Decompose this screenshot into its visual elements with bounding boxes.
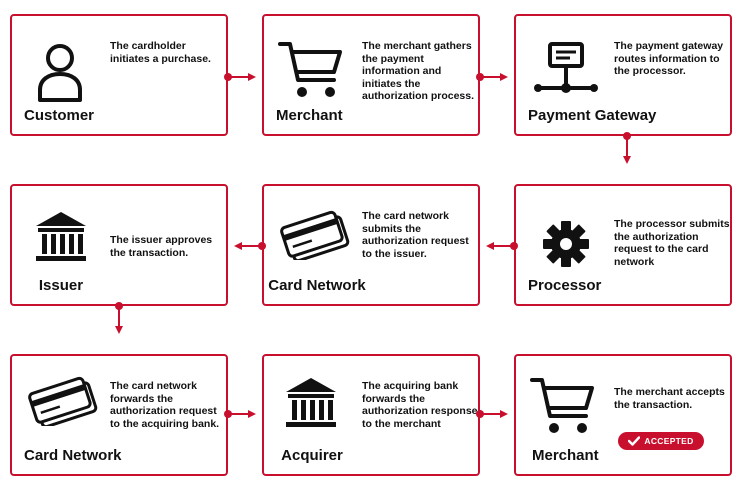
step-title: Card Network	[268, 277, 366, 294]
step-description: The merchant gathers the payment informa…	[362, 40, 475, 102]
step-description: The cardholder initiates a purchase.	[110, 40, 211, 65]
step-description: The acquiring bank forwards the authoriz…	[362, 380, 478, 430]
shopping-cart-icon	[278, 42, 342, 97]
gear-icon	[543, 221, 589, 267]
accepted-label: ACCEPTED	[644, 436, 694, 446]
gateway-terminal-icon	[534, 42, 598, 93]
shopping-cart-icon	[530, 378, 594, 433]
arrow-card-network-to-acquirer	[224, 410, 256, 418]
arrow-acquirer-to-merchant	[476, 410, 508, 418]
step-description: The merchant accepts the transaction.	[614, 386, 725, 411]
step-merchant: The merchant gathers the payment informa…	[262, 14, 480, 136]
step-title: Card Network	[24, 447, 122, 464]
step-description: The issuer approves the transaction.	[110, 234, 213, 259]
step-issuer: The issuer approves the transaction. Iss…	[10, 184, 228, 306]
step-card-network-1: The card network submits the authorizati…	[262, 184, 480, 306]
step-title: Merchant	[276, 107, 343, 124]
step-title: Payment Gateway	[528, 107, 657, 124]
checkmark-icon	[628, 436, 641, 446]
step-card-network-2: The card network forwards the authorizat…	[10, 354, 228, 476]
step-title: Issuer	[38, 277, 84, 294]
credit-card-icon	[280, 210, 350, 260]
step-title: Acquirer	[281, 447, 343, 464]
step-description: The processor submits the authorization …	[614, 218, 730, 268]
step-title: Processor	[528, 277, 602, 294]
step-payment-gateway: The payment gateway routes information t…	[514, 14, 732, 136]
step-customer: The cardholder initiates a purchase. Cus…	[10, 14, 228, 136]
step-acquirer: The acquiring bank forwards the authoriz…	[262, 354, 480, 476]
step-description: The card network forwards the authorizat…	[110, 380, 220, 430]
arrow-gateway-to-processor	[623, 132, 631, 164]
step-processor: The processor submits the authorization …	[514, 184, 732, 306]
person-icon	[38, 44, 82, 102]
accepted-badge: ACCEPTED	[618, 432, 704, 450]
step-description: The card network submits the authorizati…	[362, 210, 469, 260]
step-title: Customer	[24, 107, 95, 124]
step-title: Merchant	[532, 447, 599, 464]
arrow-issuer-to-card-network	[115, 302, 123, 334]
bank-icon	[36, 212, 86, 261]
step-merchant-accept: The merchant accepts the transaction. AC…	[514, 354, 732, 476]
credit-card-icon	[28, 376, 98, 426]
step-description: The payment gateway routes information t…	[614, 40, 724, 77]
arrow-merchant-to-gateway	[476, 73, 508, 81]
arrow-customer-to-merchant	[224, 73, 256, 81]
bank-icon	[286, 378, 336, 427]
